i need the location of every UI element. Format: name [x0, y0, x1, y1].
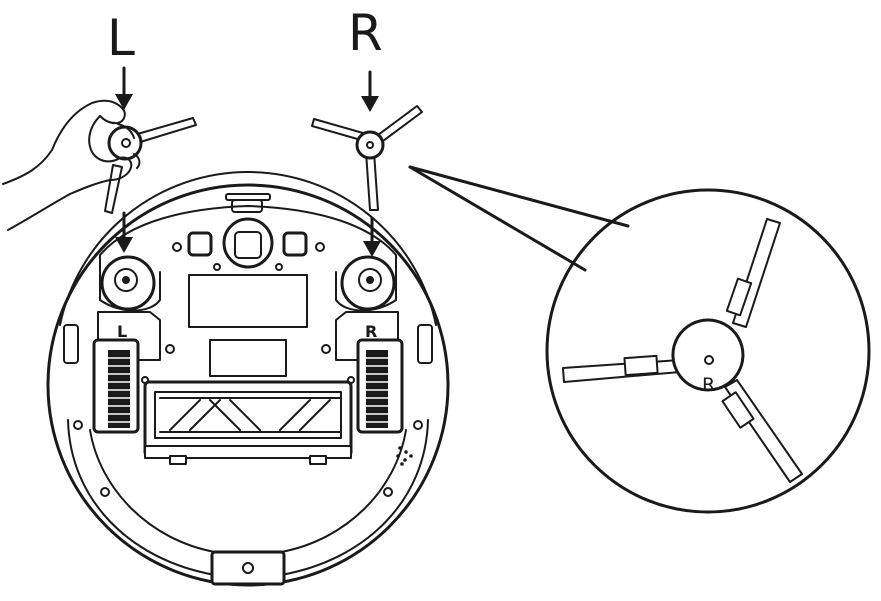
left-mount-label: L [117, 322, 127, 341]
speaker-grille-icon [396, 446, 413, 466]
left-brush-label: L [107, 9, 135, 67]
arrow-down-icon-right-top [361, 70, 379, 112]
arrow-down-icon-left-top [115, 66, 133, 110]
zoom-callout: R [408, 165, 871, 514]
right-brush-label: R [348, 4, 383, 62]
arrow-down-icon-right-mount [363, 216, 381, 257]
right-mount-label: R [365, 322, 377, 341]
robot-vacuum-underside: L R [46, 170, 450, 587]
right-side-brush-icon [311, 105, 423, 211]
hand-icon [2, 99, 141, 231]
zoom-brush-label: R [702, 374, 715, 396]
zoomed-side-brush-icon [562, 218, 803, 483]
